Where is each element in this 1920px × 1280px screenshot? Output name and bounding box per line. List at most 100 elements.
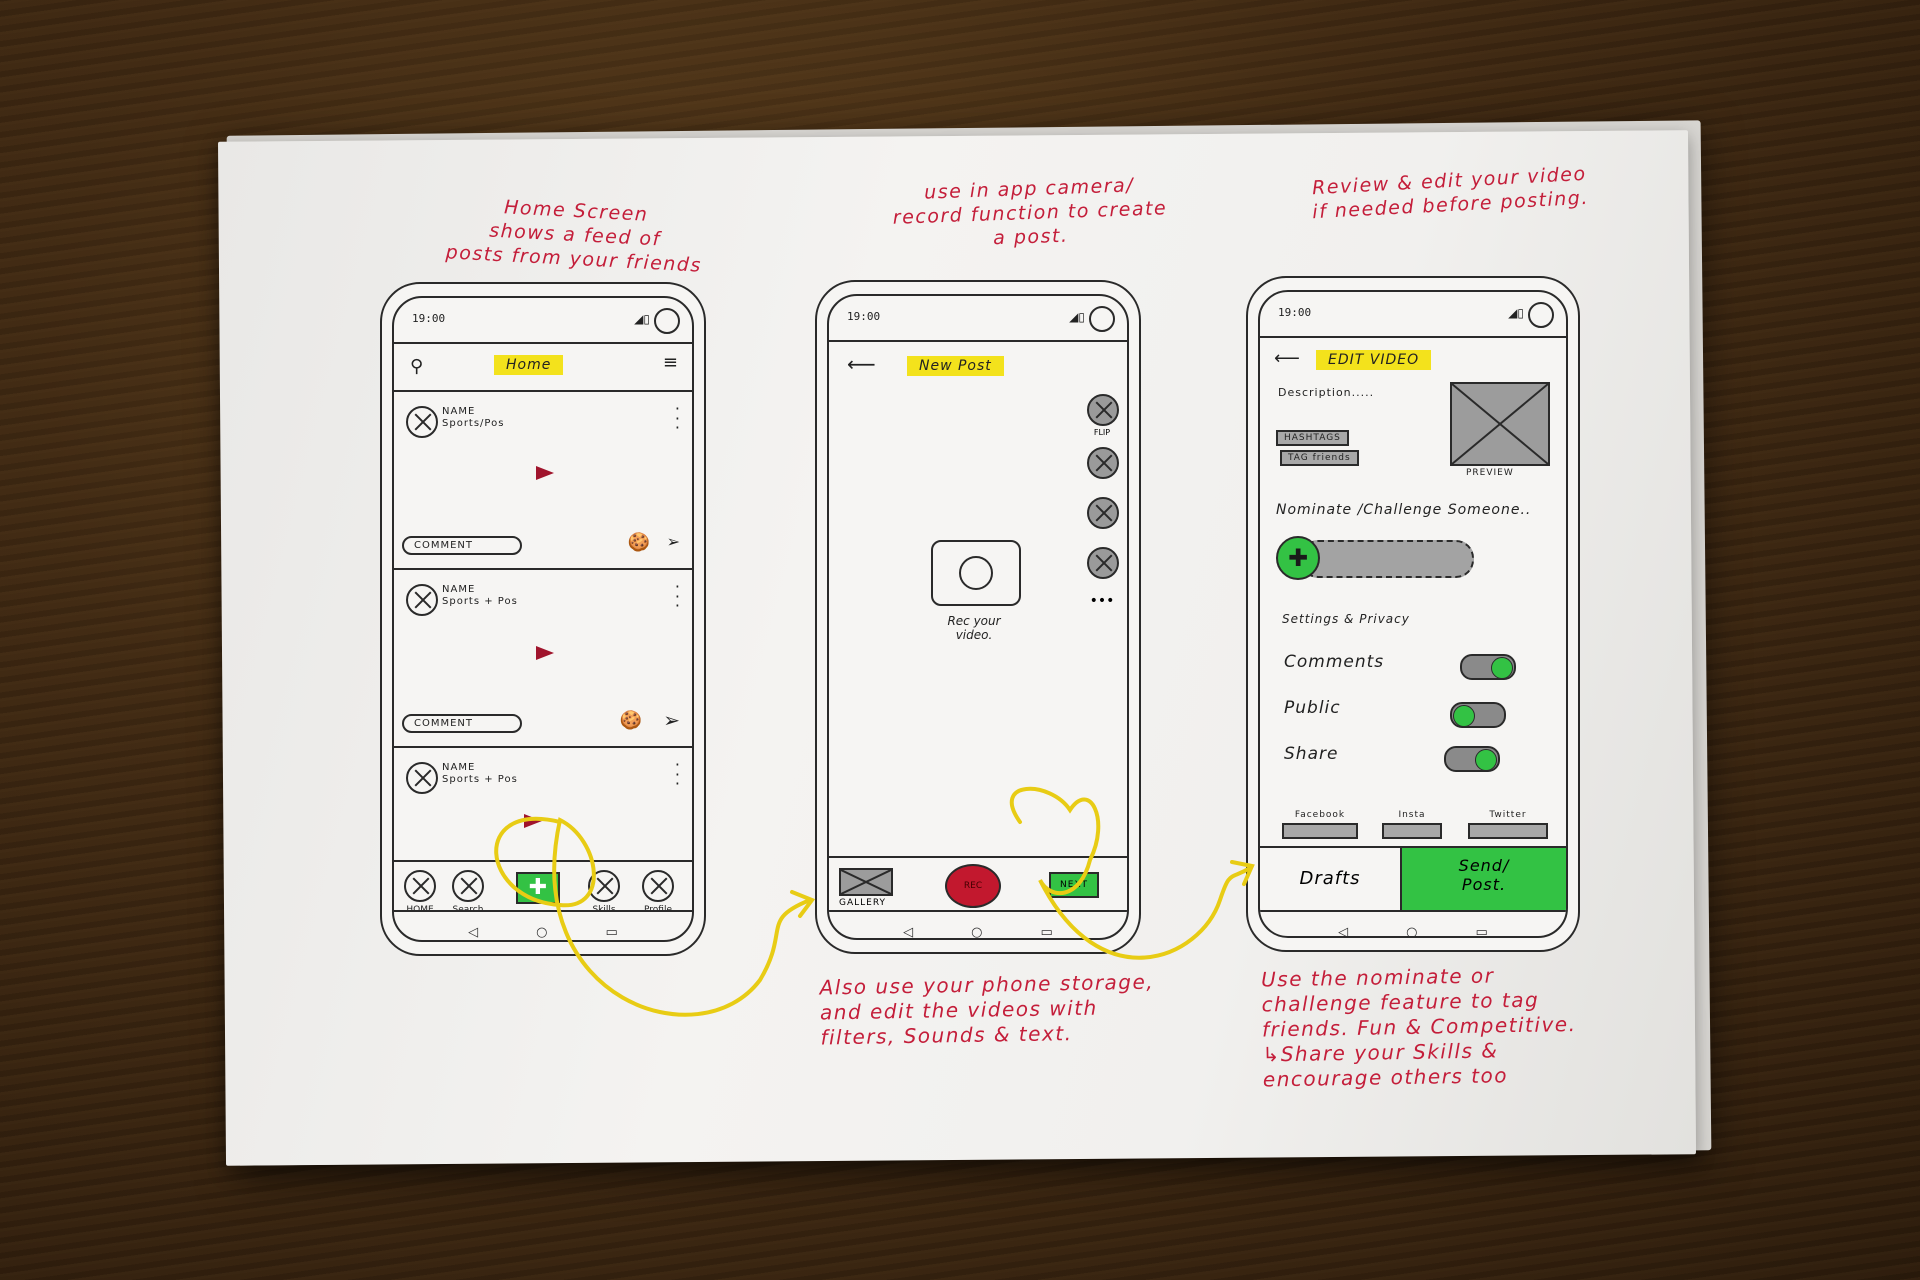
system-nav: ◁ ○ ▭ bbox=[394, 910, 692, 940]
home-header: ⚲ Home ≡ bbox=[394, 342, 692, 392]
more-icon[interactable]: ··· bbox=[674, 755, 680, 794]
action-bar: Drafts Send/ Post. bbox=[1260, 846, 1566, 910]
tool-icon[interactable] bbox=[1087, 447, 1119, 479]
avatar-icon[interactable] bbox=[406, 584, 438, 616]
home-screen: 19:00 ◢▯ ⚲ Home ≡ NAME Sports/Pos ··· CO… bbox=[392, 296, 694, 942]
share-target-label: Twitter bbox=[1489, 810, 1527, 820]
feed-post: NAME Sports + Pos ··· COMMENT 🍪 ➢ bbox=[394, 570, 692, 748]
tab-profile[interactable]: Profile bbox=[638, 870, 678, 915]
rec-label: REC bbox=[963, 881, 983, 891]
share-toggle[interactable] bbox=[1444, 746, 1500, 772]
status-time: 19:00 bbox=[1278, 306, 1312, 319]
profile-icon bbox=[642, 870, 674, 902]
like-icon[interactable]: 🍪 bbox=[627, 532, 650, 553]
nominate-label: Nominate /Challenge Someone.. bbox=[1276, 502, 1532, 518]
recents-nav-icon[interactable]: ▭ bbox=[605, 924, 618, 940]
drafts-label: Drafts bbox=[1299, 868, 1361, 889]
phone-new-post: 19:00 ◢▯ ⟵ New Post FLIP ••• Rec your vi… bbox=[815, 280, 1141, 954]
post-author: NAME Sports/Pos bbox=[442, 406, 504, 430]
back-nav-icon[interactable]: ◁ bbox=[1338, 924, 1349, 938]
avatar-icon[interactable] bbox=[406, 406, 438, 438]
next-button[interactable]: NEXT bbox=[1049, 872, 1099, 898]
tag-friends-button[interactable]: TAG friends bbox=[1280, 450, 1359, 466]
nominate-field[interactable] bbox=[1300, 540, 1474, 578]
search-icon[interactable]: ⚲ bbox=[410, 356, 424, 377]
play-icon[interactable] bbox=[536, 466, 554, 480]
tool-icon[interactable] bbox=[1087, 547, 1119, 579]
more-icon[interactable]: ••• bbox=[1089, 593, 1115, 609]
post-author: NAME Sports + Pos bbox=[442, 584, 518, 608]
recents-nav-icon[interactable]: ▭ bbox=[1040, 924, 1053, 940]
camera-large-icon[interactable] bbox=[931, 540, 1021, 606]
add-nominee-button[interactable]: ✚ bbox=[1276, 536, 1320, 580]
flip-icon[interactable] bbox=[1087, 394, 1119, 426]
capture-bar: GALLERY REC NEXT bbox=[829, 856, 1127, 912]
feed-post: NAME Sports/Pos ··· COMMENT 🍪 ➢ bbox=[394, 392, 692, 570]
search-tab-icon bbox=[452, 870, 484, 902]
facebook-thumb bbox=[1282, 823, 1358, 839]
gallery-button[interactable]: GALLERY bbox=[839, 868, 899, 908]
flip-label: FLIP bbox=[1093, 428, 1111, 437]
system-nav: ◁ ○ ▭ bbox=[1260, 910, 1566, 938]
send-icon[interactable]: ➢ bbox=[663, 708, 680, 732]
avatar-icon[interactable] bbox=[406, 762, 438, 794]
back-nav-icon[interactable]: ◁ bbox=[468, 924, 479, 940]
description-field[interactable]: Description..... bbox=[1278, 386, 1375, 399]
gallery-thumb-icon bbox=[839, 868, 893, 896]
camera-icon bbox=[1528, 302, 1554, 328]
post-sub: Sports + Pos bbox=[442, 596, 518, 607]
tool-icon[interactable] bbox=[1087, 497, 1119, 529]
tab-search[interactable]: Search bbox=[448, 870, 488, 915]
more-icon[interactable]: ··· bbox=[674, 577, 680, 616]
status-time: 19:00 bbox=[847, 310, 881, 323]
status-time: 19:00 bbox=[412, 312, 446, 325]
comments-toggle[interactable] bbox=[1460, 654, 1516, 680]
page-title: EDIT VIDEO bbox=[1316, 350, 1432, 370]
send-post-button[interactable]: Send/ Post. bbox=[1402, 848, 1566, 910]
rec-button[interactable]: REC bbox=[945, 864, 1001, 908]
new-post-screen: 19:00 ◢▯ ⟵ New Post FLIP ••• Rec your vi… bbox=[827, 294, 1129, 940]
home-nav-icon[interactable]: ○ bbox=[536, 924, 548, 940]
signal-icon: ◢▯ bbox=[1069, 310, 1085, 324]
next-label: NEXT bbox=[1060, 880, 1088, 890]
like-icon[interactable]: 🍪 bbox=[619, 710, 642, 731]
insta-share[interactable]: Insta bbox=[1382, 802, 1442, 839]
camera-icon bbox=[1089, 306, 1115, 332]
home-nav-icon[interactable]: ○ bbox=[1406, 924, 1418, 938]
system-nav: ◁ ○ ▭ bbox=[829, 910, 1127, 940]
toggle-knob bbox=[1491, 657, 1513, 679]
signal-icon: ◢▯ bbox=[1508, 306, 1524, 320]
menu-icon[interactable]: ≡ bbox=[662, 352, 678, 373]
toggle-knob bbox=[1475, 749, 1497, 771]
share-target-label: Facebook bbox=[1294, 810, 1346, 820]
send-icon[interactable]: ➢ bbox=[666, 532, 680, 551]
back-arrow-icon[interactable]: ⟵ bbox=[1274, 348, 1300, 369]
post-sub: Sports + Pos bbox=[442, 774, 518, 785]
play-icon[interactable] bbox=[524, 814, 542, 828]
post-name: NAME bbox=[442, 406, 476, 417]
tab-skills[interactable]: Skills bbox=[584, 870, 624, 915]
public-toggle[interactable] bbox=[1450, 702, 1506, 728]
recents-nav-icon[interactable]: ▭ bbox=[1475, 924, 1488, 938]
gallery-label: GALLERY bbox=[839, 898, 887, 908]
camera-icon bbox=[654, 308, 680, 334]
home-nav-icon[interactable]: ○ bbox=[971, 924, 983, 940]
phone-edit-video: 19:00 ◢▯ ⟵ EDIT VIDEO Description..... P… bbox=[1246, 276, 1580, 952]
comment-button[interactable]: COMMENT bbox=[402, 536, 522, 555]
twitter-thumb bbox=[1468, 823, 1548, 839]
back-nav-icon[interactable]: ◁ bbox=[903, 924, 914, 940]
play-icon[interactable] bbox=[536, 646, 554, 660]
hashtags-button[interactable]: HASHTAGS bbox=[1276, 430, 1349, 446]
rec-hint-line: video. bbox=[955, 628, 993, 642]
facebook-share[interactable]: Facebook bbox=[1282, 802, 1358, 839]
add-post-button[interactable]: ✚ bbox=[516, 872, 560, 904]
tab-home[interactable]: HOME bbox=[400, 870, 440, 915]
more-icon[interactable]: ··· bbox=[674, 399, 680, 438]
preview-thumbnail[interactable] bbox=[1450, 382, 1550, 466]
comment-button[interactable]: COMMENT bbox=[402, 714, 522, 733]
home-icon bbox=[404, 870, 436, 902]
drafts-button[interactable]: Drafts bbox=[1260, 848, 1402, 910]
back-arrow-icon[interactable]: ⟵ bbox=[847, 352, 876, 376]
twitter-share[interactable]: Twitter bbox=[1468, 802, 1548, 839]
